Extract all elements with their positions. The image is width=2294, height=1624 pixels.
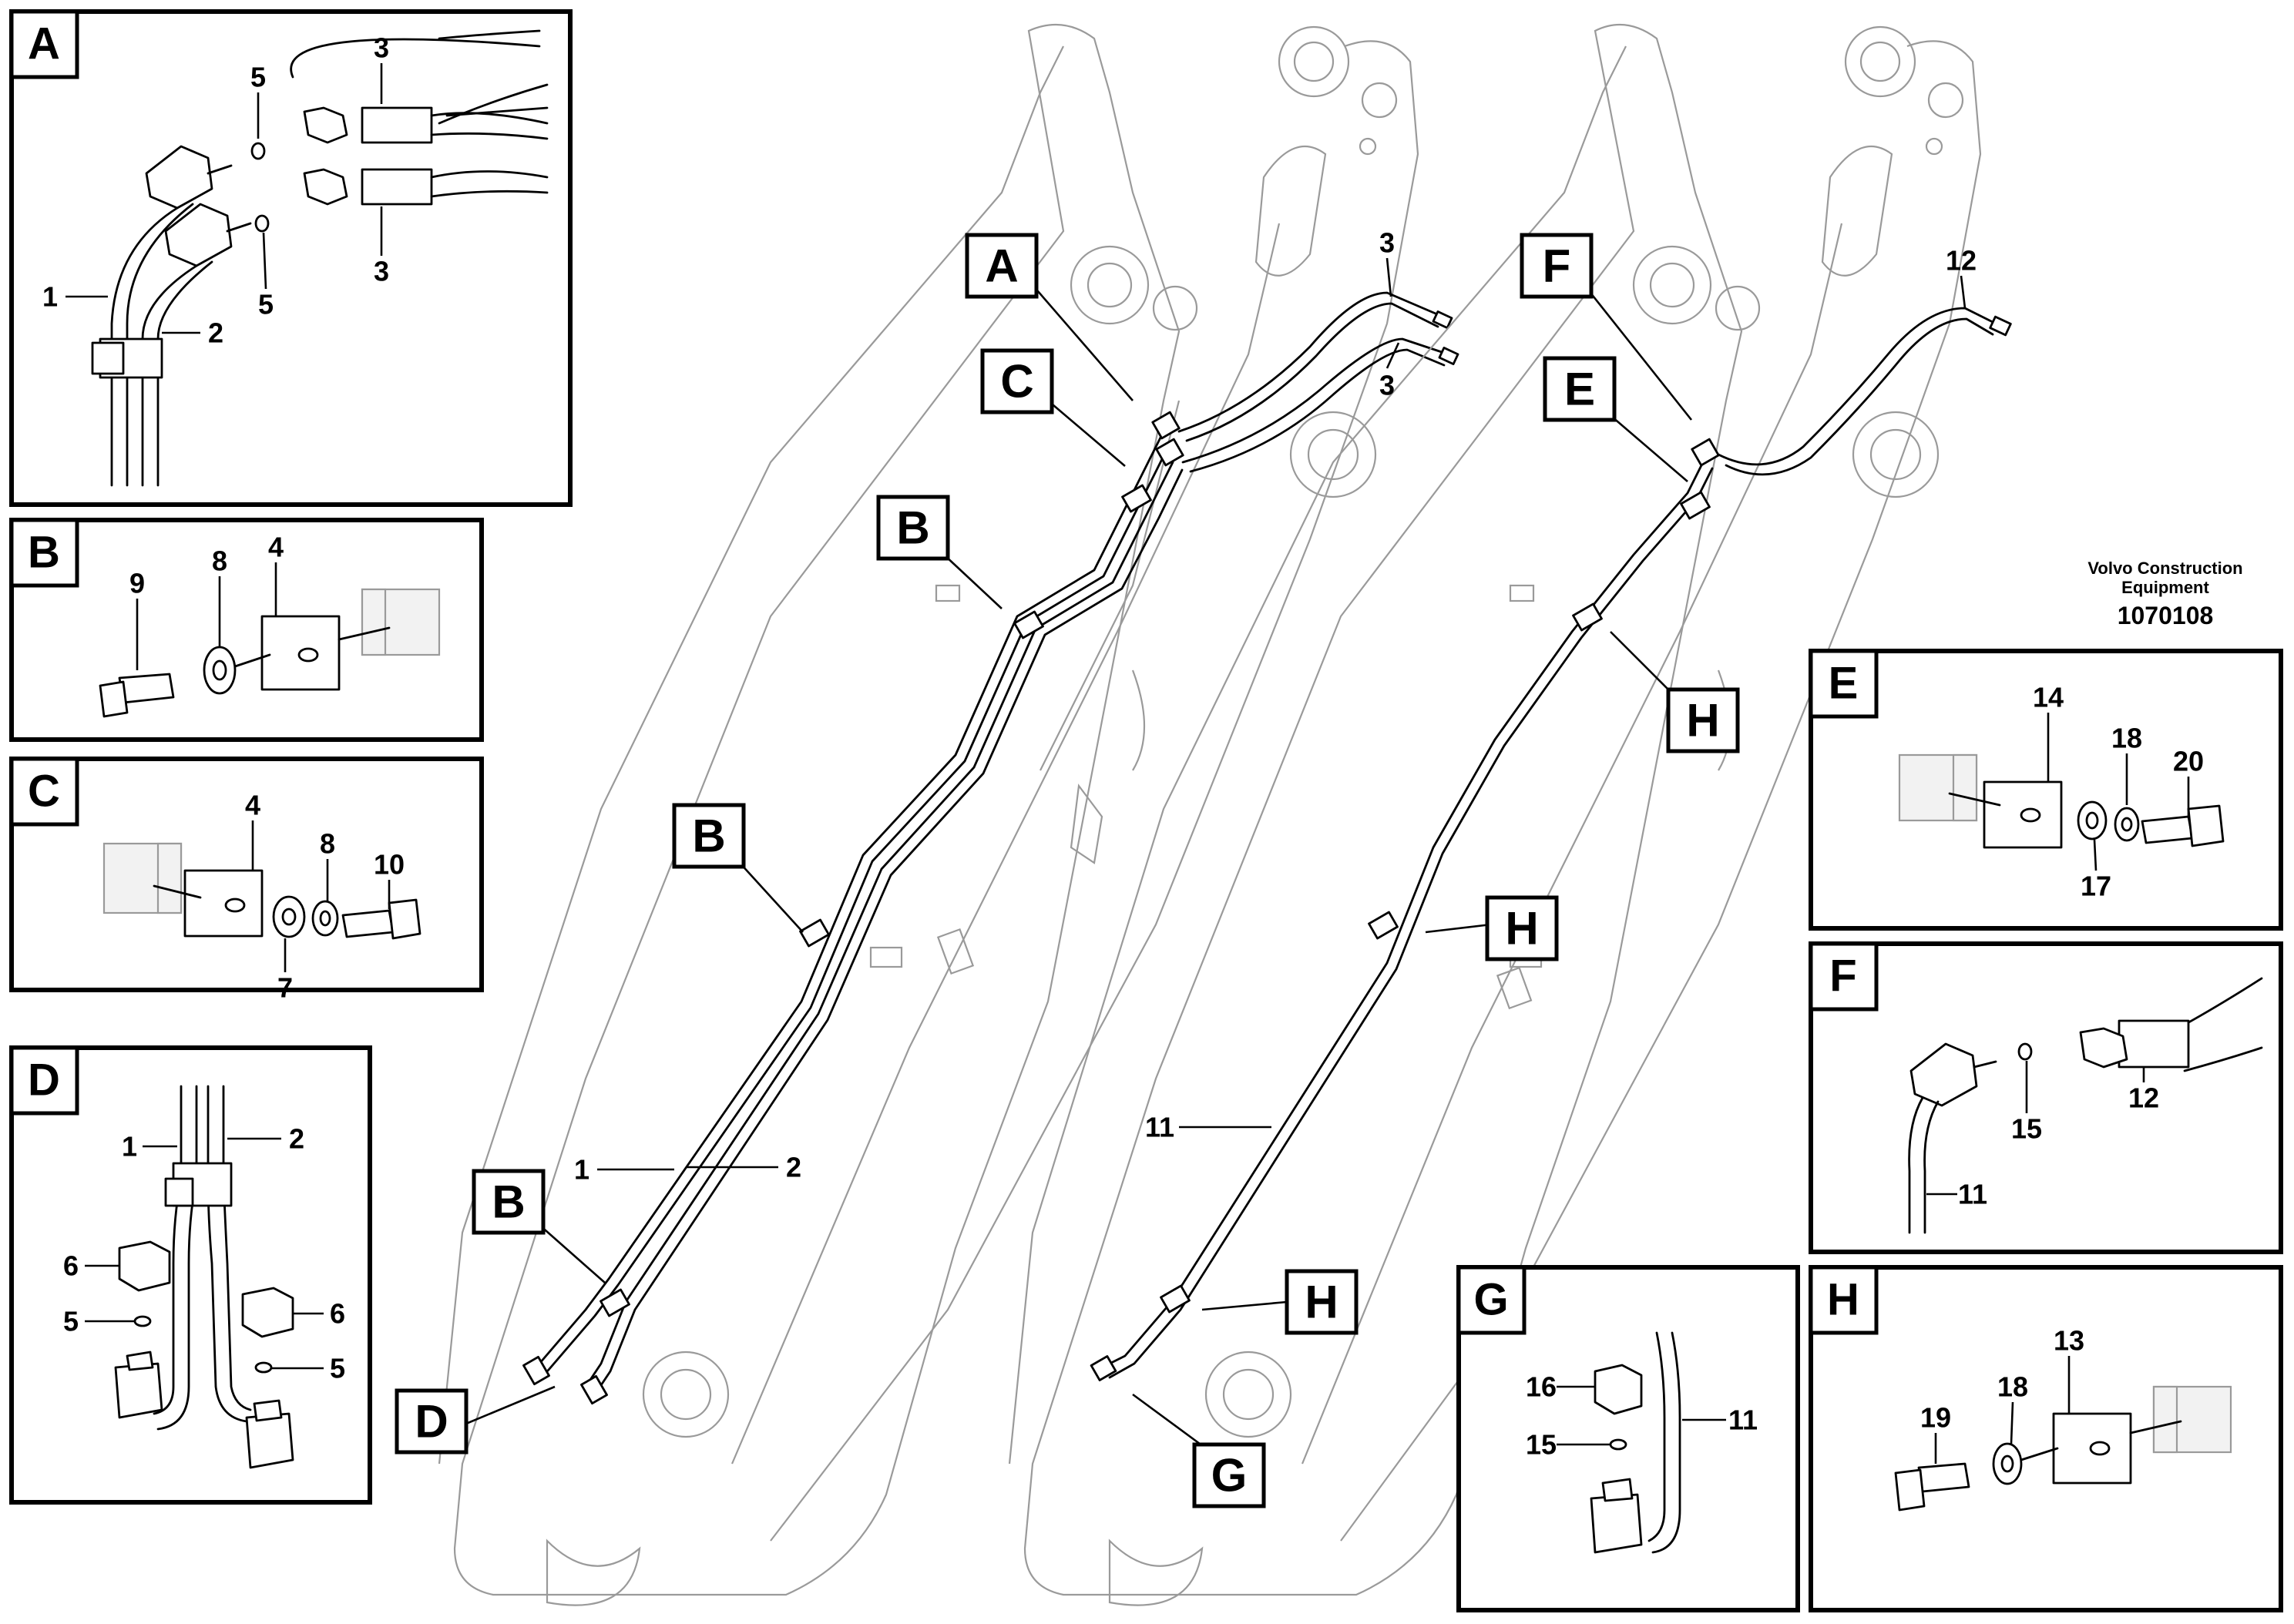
- panel-d-label-2: 2: [289, 1123, 304, 1155]
- panel-g-label-16: 16: [1526, 1371, 1557, 1403]
- panel-c-label-4: 4: [245, 790, 260, 821]
- panel-b-letter: B: [28, 528, 60, 578]
- label-2: 2: [786, 1152, 801, 1183]
- panel-h-label-19: 19: [1920, 1402, 1951, 1434]
- detail-panel-h: H 13 19 18: [1809, 1265, 2283, 1612]
- label-3-upper: 3: [1379, 227, 1395, 259]
- callout-g: G: [1211, 1450, 1248, 1502]
- callout-b-mid: B: [692, 810, 725, 862]
- panel-e-label-17: 17: [2081, 871, 2111, 902]
- callout-f: F: [1543, 240, 1571, 292]
- panel-a-letter: A: [28, 19, 60, 69]
- panel-e-label-18: 18: [2111, 723, 2142, 754]
- panel-a-label-2: 2: [208, 317, 223, 349]
- callout-d: D: [415, 1396, 448, 1448]
- panel-c-label-10: 10: [374, 849, 405, 881]
- panel-d-letter: D: [28, 1055, 60, 1106]
- detail-panel-c: C 4 8 10 7: [9, 757, 484, 1004]
- panel-d-label-6-right: 6: [330, 1298, 345, 1330]
- panel-f-label-12: 12: [2128, 1082, 2159, 1114]
- panel-a-label-5-upper: 5: [250, 62, 266, 93]
- caption-drawing-number: 1070108: [2118, 602, 2214, 629]
- label-11: 11: [1145, 1112, 1174, 1143]
- panel-c-letter: C: [28, 767, 60, 817]
- callout-e: E: [1564, 364, 1595, 415]
- pipe-11: [1090, 438, 1720, 1381]
- panel-d-label-5-right: 5: [330, 1353, 345, 1384]
- panel-d-label-1: 1: [122, 1131, 137, 1163]
- panel-b-label-9: 9: [129, 568, 145, 599]
- panel-f-label-11: 11: [1958, 1179, 1987, 1210]
- callout-c: C: [1000, 356, 1033, 408]
- caption-brand-line1: Volvo Construction: [2087, 559, 2242, 578]
- panel-c-label-8: 8: [320, 828, 335, 860]
- caption-brand-line2: Equipment: [2121, 578, 2209, 597]
- callout-h-top: H: [1686, 695, 1719, 747]
- callout-h-low: H: [1305, 1277, 1338, 1328]
- detail-panel-f: F 15 12 11: [1809, 941, 2283, 1254]
- detail-panel-d: D 1 2 6 6 5 5: [9, 1045, 372, 1505]
- panel-b-label-4: 4: [268, 532, 284, 563]
- panel-a-label-3-lower: 3: [374, 256, 389, 287]
- detail-panel-e: E 14 18 20 17: [1809, 649, 2283, 931]
- label-12: 12: [1946, 245, 1977, 277]
- detail-panel-a: A 5 3 3 5 1 2: [9, 9, 573, 507]
- callout-b-low: B: [492, 1176, 525, 1228]
- panel-f-letter: F: [1829, 951, 1856, 1002]
- callout-b-top: B: [896, 502, 929, 554]
- label-3-lower: 3: [1379, 370, 1395, 401]
- boom-left: [438, 23, 1419, 1606]
- panel-f-label-15: 15: [2011, 1113, 2042, 1145]
- panel-g-letter: G: [1473, 1275, 1508, 1325]
- panel-h-label-18: 18: [1997, 1371, 2028, 1403]
- panel-g-label-11: 11: [1728, 1404, 1758, 1436]
- panel-e-label-14: 14: [2033, 682, 2064, 713]
- panel-e-label-20: 20: [2173, 746, 2204, 777]
- detail-panel-g: G 16 11 15: [1456, 1265, 1800, 1612]
- main-callouts: A C B B B D F E H H H G: [395, 233, 1740, 1508]
- hose-12: [1717, 307, 2012, 476]
- main-part-labels: 3 3 12 1 2 11: [574, 227, 1977, 1186]
- pipes-1-2: [522, 411, 1184, 1405]
- panel-a-label-3-upper: 3: [374, 32, 389, 64]
- label-1: 1: [574, 1154, 589, 1186]
- panel-a-label-5-lower: 5: [258, 289, 274, 320]
- panel-b-label-8: 8: [212, 545, 227, 577]
- callout-a: A: [985, 240, 1018, 292]
- panel-h-label-13: 13: [2054, 1325, 2084, 1357]
- panel-d-label-6-left: 6: [63, 1250, 79, 1282]
- panel-d-label-5-left: 5: [63, 1306, 79, 1337]
- panel-c-label-7: 7: [277, 972, 293, 1004]
- panel-a-label-1: 1: [42, 281, 58, 313]
- detail-panel-b: B 9 8 4: [9, 518, 484, 742]
- panel-e-letter: E: [1829, 659, 1859, 709]
- panel-h-letter: H: [1827, 1275, 1859, 1325]
- caption: Volvo Construction Equipment 1070108: [2087, 559, 2242, 629]
- boom-right: [1008, 23, 1982, 1606]
- hoses-3: [1177, 291, 1459, 473]
- callout-h-mid: H: [1505, 903, 1538, 955]
- panel-g-label-15: 15: [1526, 1429, 1557, 1461]
